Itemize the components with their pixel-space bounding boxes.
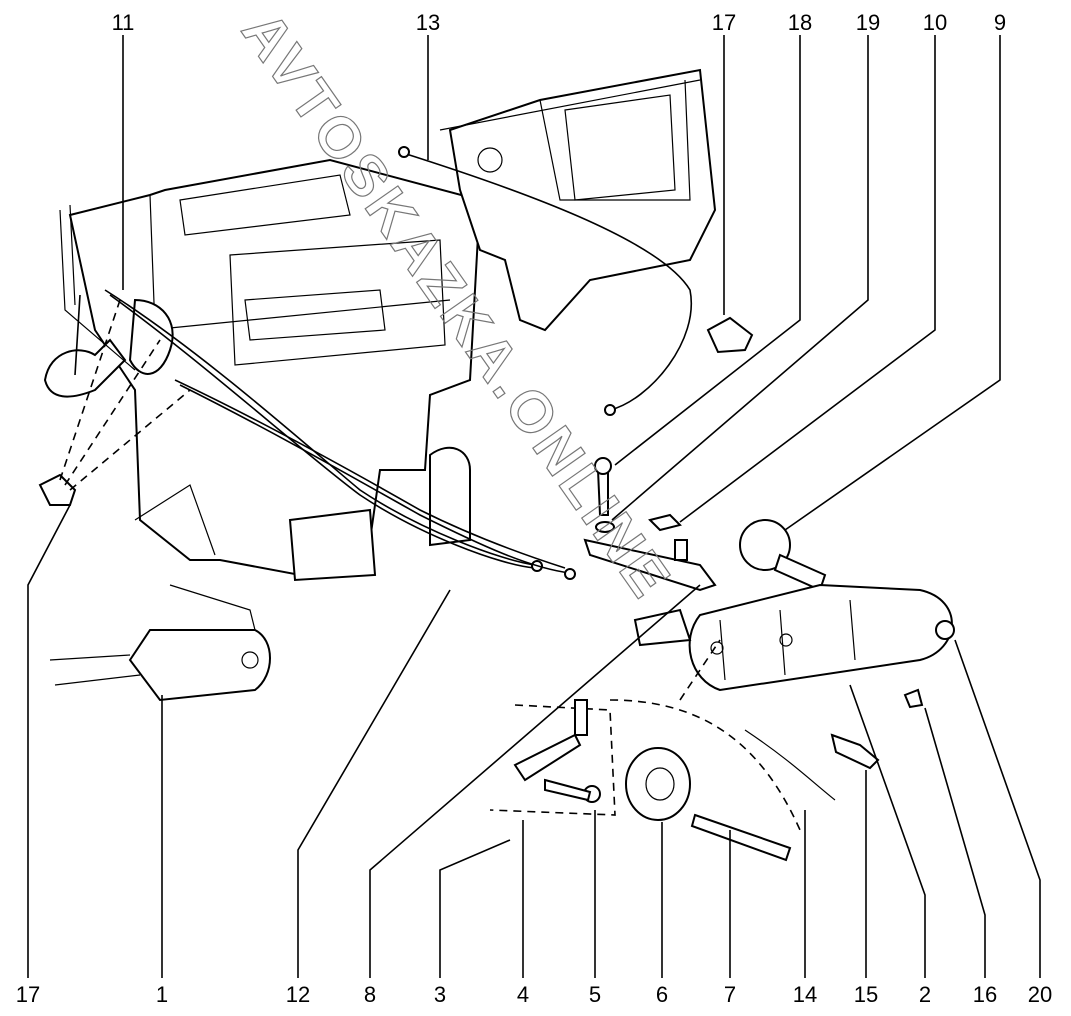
callout-6: 6 — [656, 982, 668, 1007]
bottom-labels: 17 1 12 8 3 4 5 6 7 14 15 2 16 20 — [16, 982, 1052, 1007]
air-distribution-housing — [439, 68, 717, 332]
callout-9: 9 — [994, 10, 1006, 35]
callout-3: 3 — [434, 982, 446, 1007]
cables — [74, 146, 693, 580]
knob-6 — [625, 747, 691, 821]
shaft-7 — [690, 813, 792, 862]
callout-12: 12 — [286, 982, 310, 1007]
clip-16 — [903, 688, 924, 709]
callout-19: 19 — [856, 10, 880, 35]
callout-2: 2 — [919, 982, 931, 1007]
heater-housing — [43, 158, 482, 582]
callout-17-top: 17 — [712, 10, 736, 35]
callout-5: 5 — [589, 982, 601, 1007]
callout-14: 14 — [793, 982, 817, 1007]
control-unit-1 — [49, 584, 271, 702]
callout-4: 4 — [517, 982, 529, 1007]
switch-9 — [739, 519, 827, 592]
callout-15: 15 — [854, 982, 878, 1007]
callout-20: 20 — [1028, 982, 1052, 1007]
clip-17-left — [38, 473, 77, 506]
callout-10: 10 — [923, 10, 947, 35]
callout-1: 1 — [156, 982, 168, 1007]
callout-17-bottom: 17 — [16, 982, 40, 1007]
lever-4 — [513, 733, 582, 782]
callout-8: 8 — [364, 982, 376, 1007]
clip-17-right — [706, 316, 754, 354]
plug-20 — [935, 620, 955, 640]
top-labels: 11 13 17 18 19 10 9 — [112, 10, 1007, 35]
callout-18: 18 — [788, 10, 812, 35]
callout-13: 13 — [416, 10, 440, 35]
callout-11: 11 — [112, 10, 135, 35]
control-housing-2 — [633, 583, 953, 692]
bulb-15 — [830, 733, 880, 770]
callout-16: 16 — [973, 982, 997, 1007]
assembly-arrows — [59, 299, 191, 491]
kit-3-outline — [489, 704, 616, 816]
leader-lines — [27, 35, 1041, 978]
wire-14 — [744, 729, 836, 801]
callout-7: 7 — [724, 982, 736, 1007]
small-parts — [583, 457, 717, 592]
